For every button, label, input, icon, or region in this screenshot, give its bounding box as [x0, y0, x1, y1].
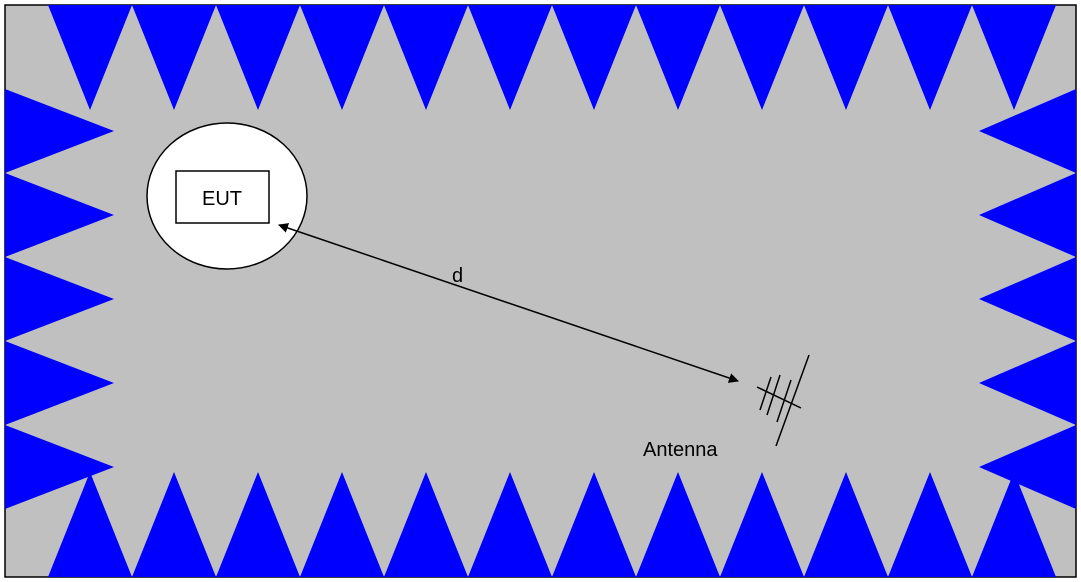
turntable: EUT	[146, 122, 308, 270]
absorber-cone-top-5	[468, 5, 552, 110]
absorber-cone-bottom-6	[552, 472, 636, 577]
absorber-cone-bottom-7	[636, 472, 720, 577]
absorber-cone-bottom-2	[216, 472, 300, 577]
absorber-cone-right-1	[979, 173, 1076, 257]
absorber-cone-left-4	[5, 425, 114, 509]
absorber-cone-bottom-10	[888, 472, 972, 577]
absorber-cone-left-0	[5, 89, 114, 173]
chamber-floor	[4, 4, 1077, 578]
distance-label: d	[452, 265, 463, 287]
absorber-cone-top-8	[720, 5, 804, 110]
distance-arrow	[278, 223, 739, 383]
absorber-cone-right-3	[979, 341, 1076, 425]
absorber-cone-bottom-1	[132, 472, 216, 577]
absorber-cone-left-1	[5, 173, 114, 257]
absorber-cone-top-11	[972, 5, 1056, 110]
absorber-cone-bottom-4	[384, 472, 468, 577]
absorber-cone-bottom-5	[468, 472, 552, 577]
absorber-cone-top-3	[300, 5, 384, 110]
absorber-cone-left-3	[5, 341, 114, 425]
antenna-icon	[756, 354, 810, 447]
absorber-cone-top-2	[216, 5, 300, 110]
eut-box	[175, 170, 270, 224]
absorber-cone-bottom-3	[300, 472, 384, 577]
absorber-cone-right-2	[979, 257, 1076, 341]
absorber-cone-top-4	[384, 5, 468, 110]
absorber-cone-right-0	[979, 89, 1076, 173]
absorber-cone-bottom-11	[972, 472, 1056, 577]
absorber-cones	[5, 5, 1076, 577]
absorber-cone-top-10	[888, 5, 972, 110]
absorber-cone-bottom-0	[48, 472, 132, 577]
absorber-cone-top-6	[552, 5, 636, 110]
absorber-cone-top-0	[48, 5, 132, 110]
antenna-label: Antenna	[643, 439, 718, 461]
absorber-cone-bottom-8	[720, 472, 804, 577]
eut-label: EUT	[202, 188, 242, 210]
absorber-cone-left-2	[5, 257, 114, 341]
absorber-cone-bottom-9	[804, 472, 888, 577]
absorber-cone-top-9	[804, 5, 888, 110]
absorber-cone-top-1	[132, 5, 216, 110]
absorber-cone-top-7	[636, 5, 720, 110]
absorber-cone-right-4	[979, 425, 1076, 509]
